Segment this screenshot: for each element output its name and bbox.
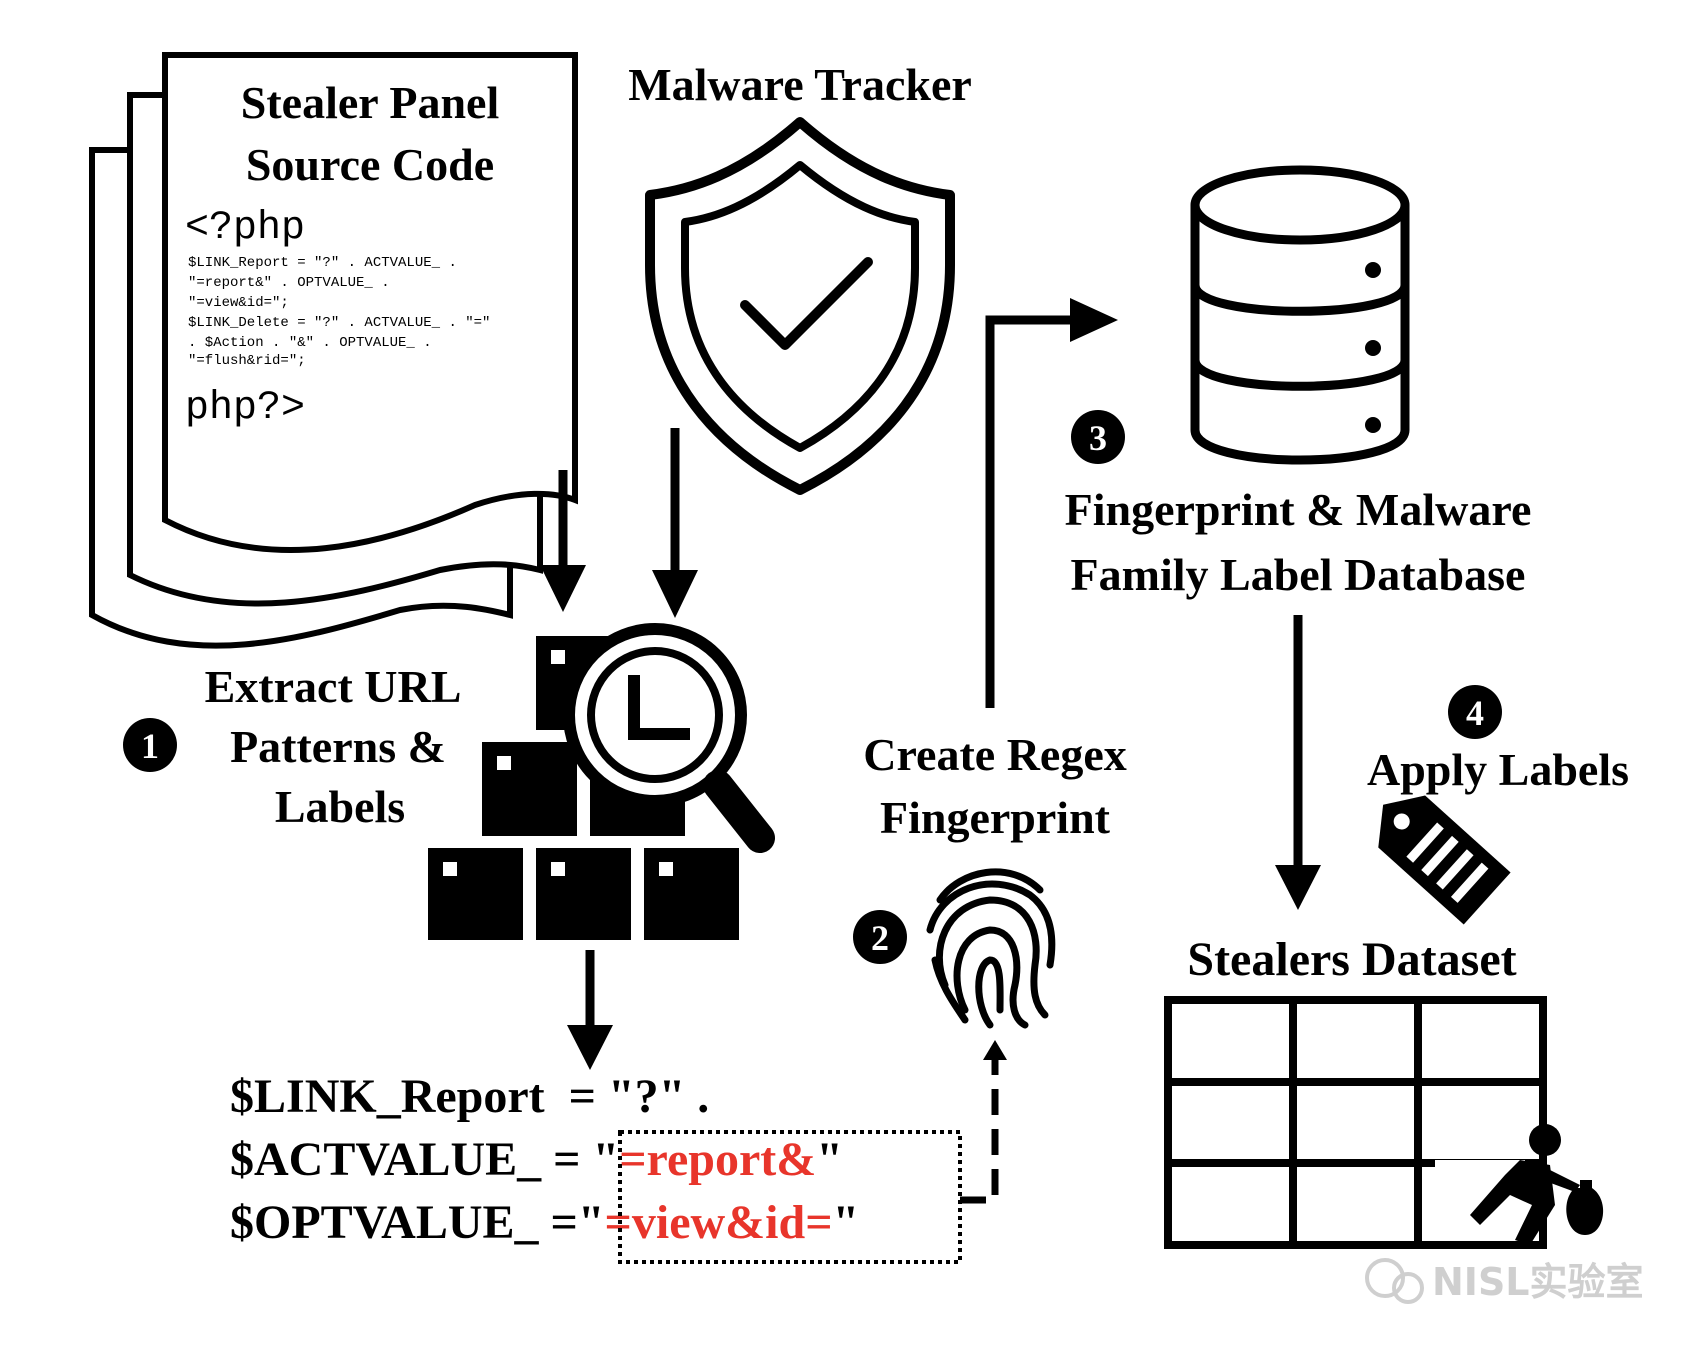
step3-badge: 3 — [1071, 410, 1125, 464]
step4-badge: 4 — [1448, 685, 1502, 739]
thief-running-icon — [1435, 1124, 1604, 1245]
step4-number: 4 — [1466, 693, 1484, 733]
database-icon — [1190, 165, 1410, 465]
code-line: "=report&" . OPTVALUE_ . — [188, 275, 390, 291]
step2-label-line2: Fingerprint — [880, 792, 1111, 843]
code-line: . $Action . "&" . OPTVALUE_ . — [188, 335, 432, 351]
step3-label-line2: Family Label Database — [1071, 549, 1526, 600]
tag-icon — [1378, 795, 1511, 925]
step2-label-line1: Create Regex — [863, 729, 1127, 780]
dashed-arrow-code-to-fingerprint — [960, 1040, 1007, 1204]
code-line: "=view&id="; — [188, 295, 289, 311]
boxes-magnifier-icon — [428, 623, 775, 940]
php-open-tag: <?php — [185, 206, 305, 251]
step1-label-line3: Labels — [275, 781, 405, 832]
source-code-document-icon: Stealer Panel Source Code <?php $LINK_Re… — [89, 52, 578, 649]
arrow-doc-to-extract — [540, 470, 586, 612]
step3-label-line1: Fingerprint & Malware — [1065, 484, 1532, 535]
arrow-extract-to-code — [567, 950, 613, 1070]
step1-number: 1 — [141, 726, 159, 766]
database-led — [1365, 262, 1381, 278]
arrow-database-to-dataset — [1275, 615, 1321, 910]
step2-number: 2 — [871, 918, 889, 958]
fingerprint-icon — [926, 868, 1056, 1029]
dataset-label: Stealers Dataset — [1187, 933, 1516, 986]
code-line: $LINK_Report = "?" . ACTVALUE_ . — [188, 255, 457, 271]
database-led — [1365, 417, 1381, 433]
database-led — [1365, 340, 1381, 356]
step3-number: 3 — [1089, 418, 1107, 458]
step1-badge: 1 — [123, 718, 177, 772]
source-doc-title-line1: Stealer Panel — [241, 77, 499, 128]
malware-tracker-label: Malware Tracker — [628, 59, 972, 110]
arrow-tracker-to-extract — [652, 428, 698, 618]
code-line: "=flush&rid="; — [188, 353, 306, 369]
extracted-line2-prefix: $ACTVALUE_ = " — [230, 1133, 619, 1186]
watermark: NISL实验室 — [1365, 1258, 1644, 1304]
code-line: $LINK_Delete = "?" . ACTVALUE_ . "=" — [188, 315, 490, 331]
extracted-line3-value: =view&id= — [605, 1196, 833, 1249]
extracted-line3-prefix: $OPTVALUE_ =" — [230, 1196, 605, 1249]
extracted-line3: $OPTVALUE_ ="=view&id=" — [230, 1196, 859, 1249]
dataset-table-icon — [1164, 996, 1547, 1249]
shield-check-icon — [645, 117, 955, 495]
extracted-line2-suffix: " — [816, 1133, 843, 1186]
highlight-dotted-box — [618, 1130, 962, 1264]
source-doc-title-line2: Source Code — [246, 139, 494, 190]
extracted-line2: $ACTVALUE_ = "=report&" — [230, 1133, 843, 1186]
watermark-text: NISL实验室 — [1432, 1260, 1644, 1304]
step1-label-line2: Patterns & — [230, 721, 446, 772]
arrow-fingerprint-to-database — [985, 298, 1118, 708]
step2-badge: 2 — [853, 910, 907, 964]
extracted-line3-suffix: " — [833, 1196, 860, 1249]
step1-label-line1: Extract URL — [205, 661, 462, 712]
step4-label: Apply Labels — [1367, 744, 1629, 795]
php-close-tag: php?> — [185, 386, 305, 431]
extracted-line1: $LINK_Report = "?" . — [230, 1070, 709, 1123]
extracted-line2-value: =report& — [619, 1133, 816, 1186]
extracted-code-block: $LINK_Report = "?" . $ACTVALUE_ = "=repo… — [230, 1070, 962, 1264]
